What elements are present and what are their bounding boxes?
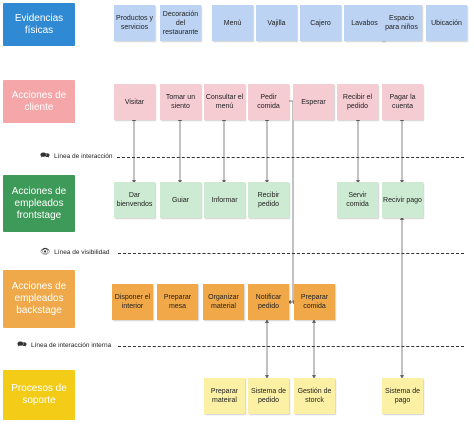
note-frontstage: Informar [204,182,245,218]
note-soporte: Gestión de storck [294,378,335,414]
note-evidencia: Cajero [300,5,341,41]
note-evidencia: Productos y servicios [114,5,155,41]
eye-icon: 👁 [40,247,51,256]
visibility-line-text: Línea de visibilidad [54,248,110,256]
visibility-line-label: 👁 Línea de visibilidad [40,248,109,256]
internal-interaction-line-text: Línea de interacción interna [30,341,112,349]
note-evidencia: Espacio para niños [381,5,422,41]
note-backstage: Preparar comida [294,284,335,320]
note-evidencia: Decoración del restaurante [160,5,201,41]
chat-icon: 🗪 [17,340,27,349]
note-cliente: Recibir el pedido [337,84,378,120]
lane-label-acciones-cliente: Acciones de cliente [3,80,75,123]
internal-interaction-line-label: 🗪 Línea de interacción interna [17,341,111,349]
note-frontstage: Recivir pago [382,182,423,218]
note-soporte: Preparar mateiral [204,378,245,414]
note-backstage: Disponer el interior [112,284,153,320]
note-backstage: Organizar material [203,284,244,320]
note-evidencia: Vajilla [256,5,297,41]
note-cliente: Pedir comida [248,84,289,120]
lane-label-evidencias: Evidencias físicas [3,3,75,46]
note-evidencia: Menú [212,5,253,41]
note-backstage: Notificar pedido [248,284,289,320]
interaction-line [117,157,464,158]
note-cliente: Consultar el menú [204,84,245,120]
note-evidencia: Lavabos [344,5,385,41]
note-cliente: Tomar un siento [160,84,201,120]
note-frontstage: Guiar [160,182,201,218]
internal-interaction-line [118,346,464,347]
note-evidencia: Ubicación [426,5,467,41]
interaction-line-text: Línea de interacción [53,152,113,160]
note-soporte: Sistema de pedido [248,378,289,414]
note-backstage: Preparar mesa [157,284,198,320]
note-frontstage: Recibir pedido [248,182,289,218]
note-frontstage: Servir comida [337,182,378,218]
chat-icon: 🗪 [40,151,50,160]
note-frontstage: Dar bienvendos [114,182,155,218]
note-cliente: Visitar [114,84,155,120]
note-cliente: Pagar la cuenta [382,84,423,120]
note-soporte: Sistema de pago [382,378,423,414]
visibility-line [118,253,464,254]
lane-label-soporte: Procesos de soporte [3,370,75,420]
lane-label-frontstage: Acciones de empleados frontstage [3,175,75,232]
interaction-line-label: 🗪 Línea de interacción [40,152,113,160]
note-cliente: Esperar [293,84,334,120]
lane-label-backstage: Acciones de empleados backstage [3,270,75,328]
